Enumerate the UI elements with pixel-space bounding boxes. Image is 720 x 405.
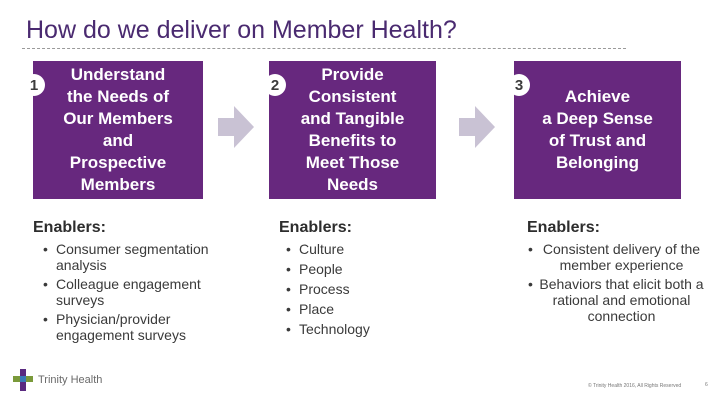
- step-1-box: Understand the Needs of Our Members and …: [33, 61, 203, 199]
- step-3-box: Achieve a Deep Sense of Trust and Belong…: [514, 61, 681, 199]
- enablers-heading-1: Enablers:: [33, 219, 106, 236]
- step-1-line: Our Members: [63, 109, 173, 128]
- step-2-line: Benefits to: [308, 131, 397, 150]
- enablers-list-2: Culture People Process Place Technology: [279, 241, 479, 341]
- copyright-text: © Trinity Health 2016, All Rights Reserv…: [588, 383, 682, 389]
- list-item: Culture: [279, 241, 479, 257]
- slide-title: How do we deliver on Member Health?: [26, 16, 457, 44]
- list-item: Behaviors that elicit both a rational an…: [521, 276, 706, 324]
- step-2-number-badge: 2: [264, 74, 286, 96]
- list-item: Consistent delivery of the member experi…: [521, 241, 706, 273]
- enablers-heading-2: Enablers:: [279, 219, 352, 236]
- step-2-line: Needs: [326, 175, 378, 194]
- step-3-number-badge: 3: [508, 74, 530, 96]
- step-1-line: Members: [80, 175, 156, 194]
- step-3-line: Belonging: [555, 153, 640, 172]
- enablers-heading-3: Enablers:: [527, 219, 600, 236]
- step-3-line: Achieve: [564, 87, 631, 106]
- trinity-health-logo: Trinity Health: [12, 368, 102, 392]
- step-1-line: Prospective: [69, 153, 167, 172]
- list-item: Place: [279, 301, 479, 317]
- step-1-number-badge: 1: [23, 74, 45, 96]
- step-2-box: Provide Consistent and Tangible Benefits…: [269, 61, 436, 199]
- list-item: Consumer segmentation analysis: [36, 241, 251, 273]
- step-1-line: and: [102, 131, 134, 150]
- page-number: 6: [705, 382, 708, 388]
- step-3-line: of Trust and: [548, 131, 647, 150]
- step-2-line: Consistent: [308, 87, 397, 106]
- enablers-list-1: Consumer segmentation analysis Colleague…: [36, 241, 251, 346]
- list-item: People: [279, 261, 479, 277]
- logo-text: Trinity Health: [38, 374, 103, 386]
- step-2-line: Provide: [321, 65, 384, 84]
- step-1-line: Understand: [70, 65, 166, 84]
- step-2-line: Meet Those: [305, 153, 400, 172]
- title-divider: [22, 48, 626, 49]
- list-item: Technology: [279, 321, 479, 337]
- enablers-list-3: Consistent delivery of the member experi…: [521, 241, 706, 327]
- list-item: Process: [279, 281, 479, 297]
- step-3-line: a Deep Sense: [542, 109, 653, 128]
- list-item: Colleague engagement surveys: [36, 276, 251, 308]
- list-item: Physician/provider engagement surveys: [36, 311, 251, 343]
- right-block-arrow-icon: [459, 106, 495, 148]
- right-block-arrow-icon: [218, 106, 254, 148]
- step-1-line: the Needs of: [66, 87, 170, 106]
- step-2-line: and Tangible: [300, 109, 405, 128]
- trinity-health-cross-icon: [13, 369, 33, 391]
